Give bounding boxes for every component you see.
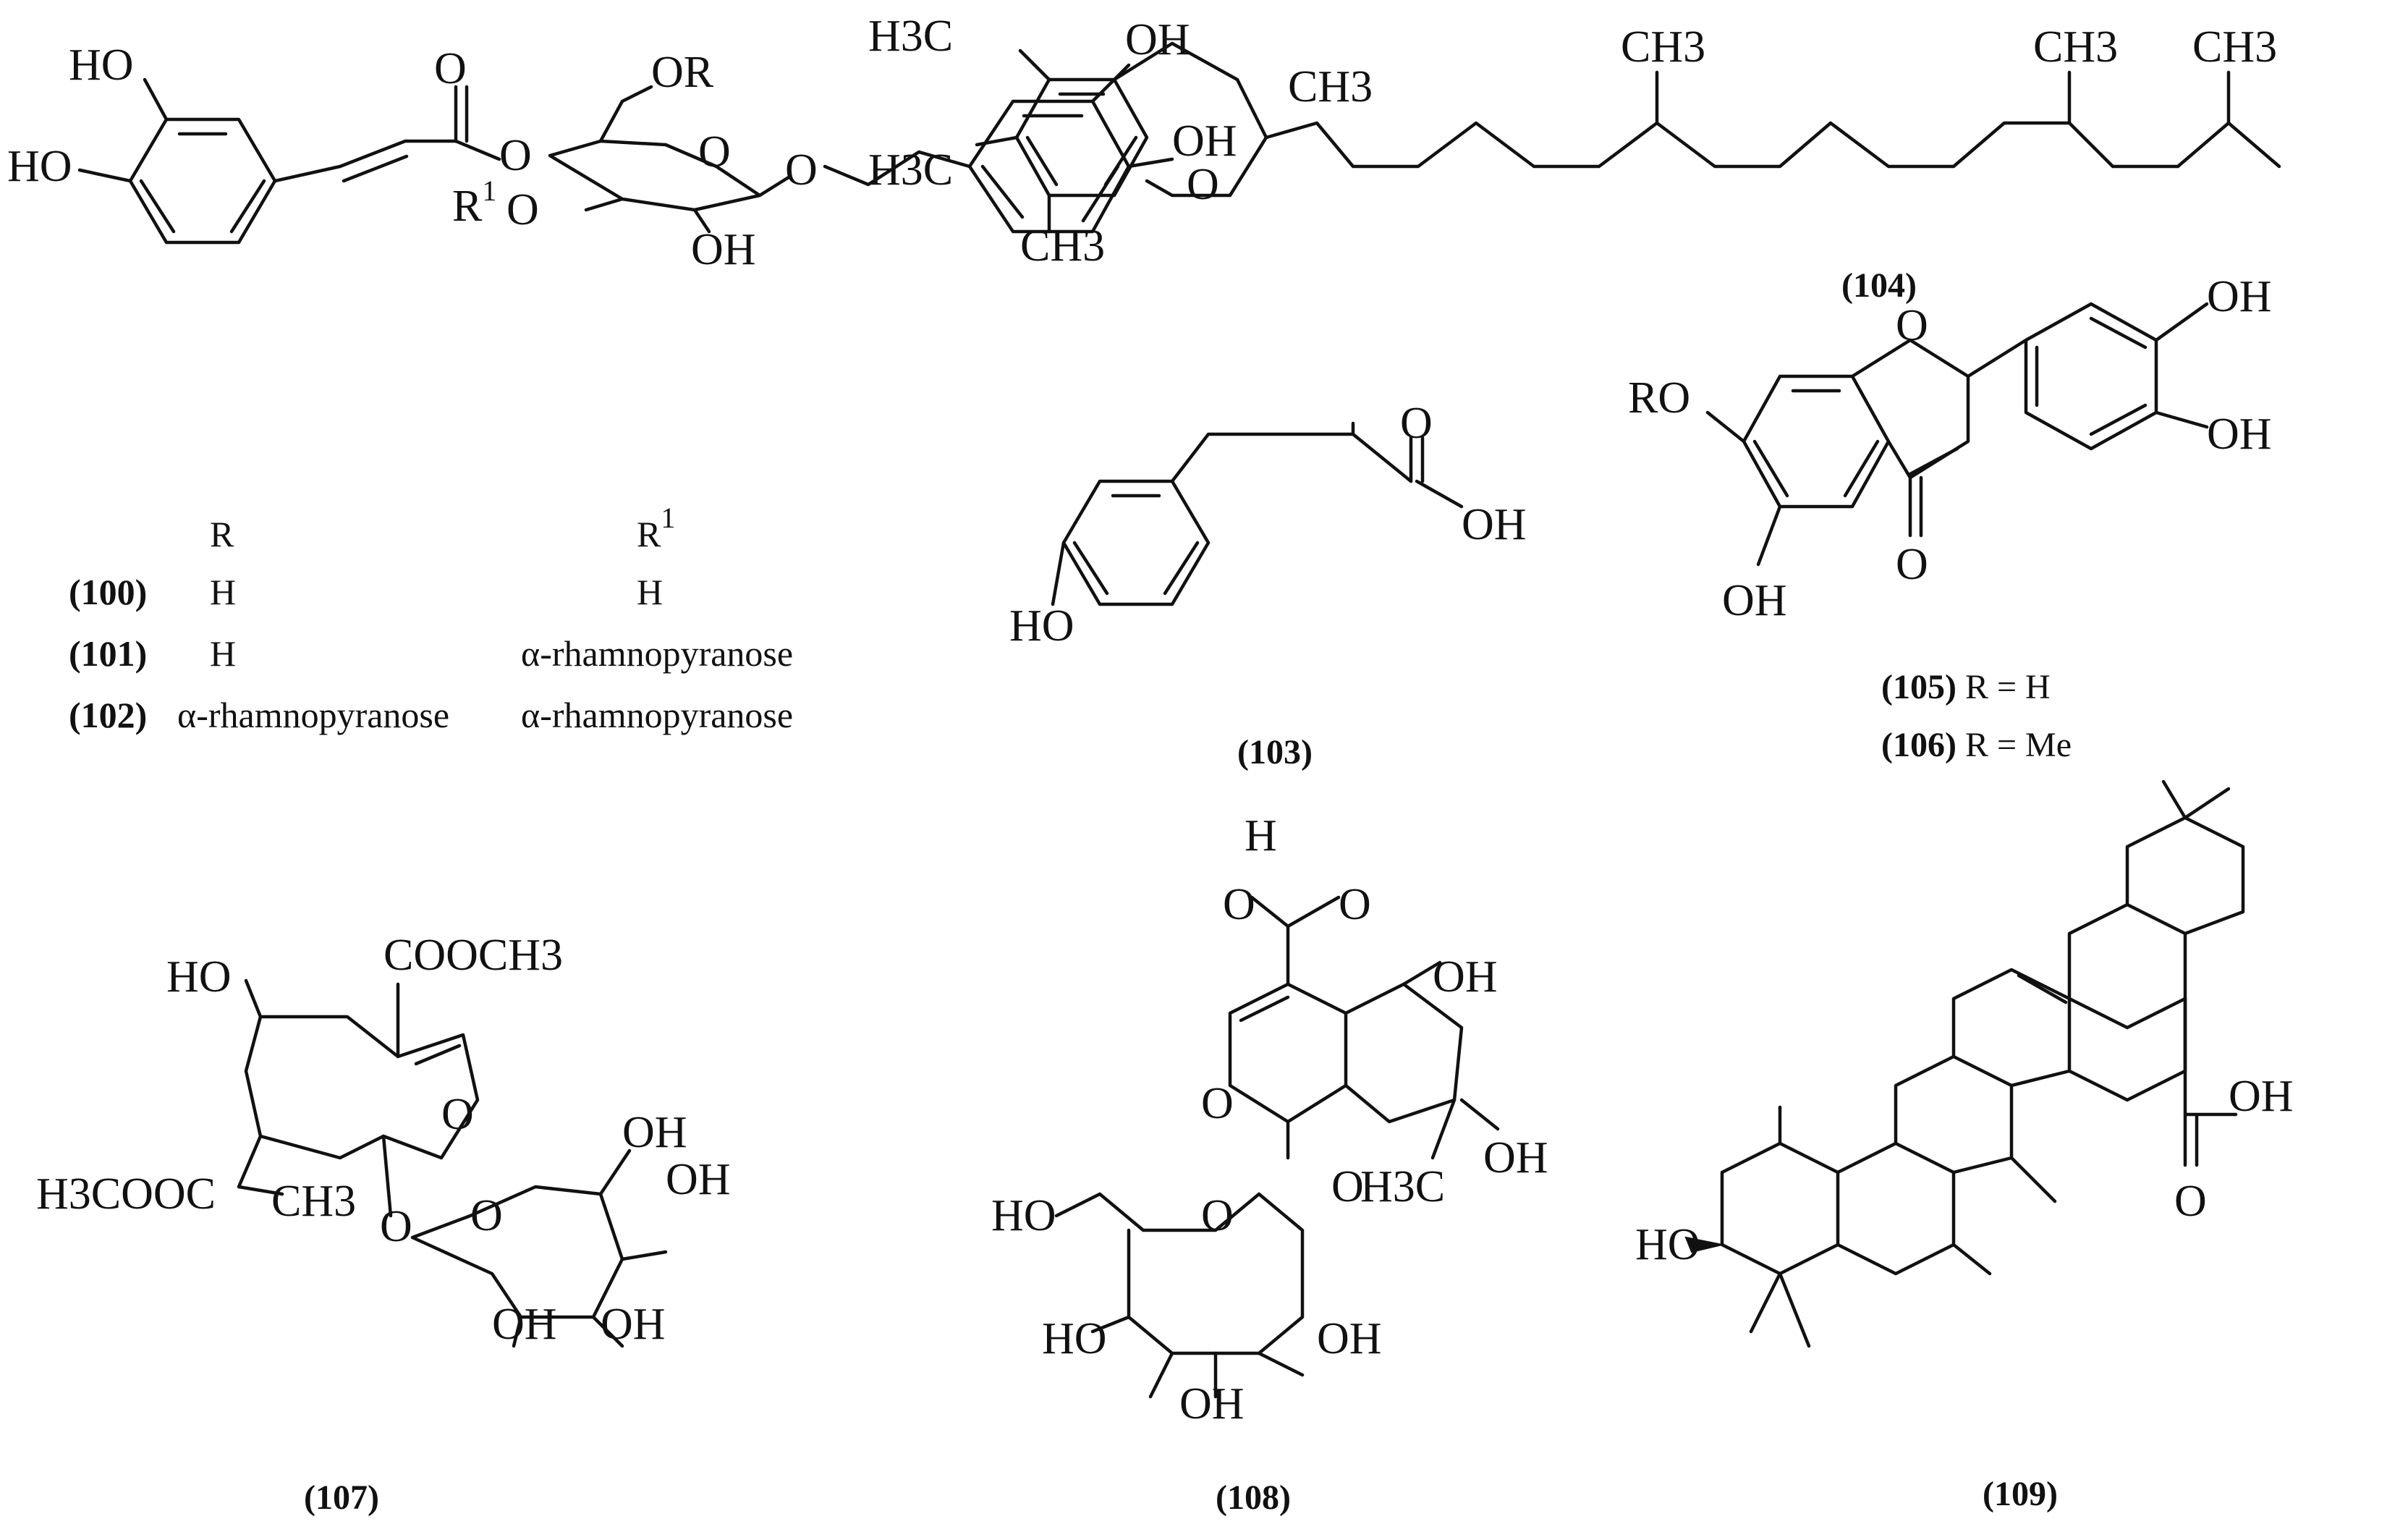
atom-o: O — [1896, 301, 1928, 350]
table-cell-r1: α-rhamnopyranose — [521, 695, 793, 735]
table-cell-r1: H — [637, 572, 663, 612]
atom-oh: OH — [1317, 1314, 1382, 1363]
compound-label-106: (106) R = Me — [1881, 726, 2072, 764]
atom-ho: HO — [1009, 601, 1074, 651]
table-row-id: (100) — [69, 572, 147, 612]
atom-oh: OH — [691, 225, 756, 274]
atom-ho: HO — [1042, 1314, 1107, 1363]
atom-o: O — [1339, 880, 1371, 929]
atom-o: O — [698, 127, 731, 177]
compound-label-107: (107) — [304, 1478, 379, 1517]
atom-o: O — [1331, 1162, 1364, 1211]
atom-oh: OH — [666, 1155, 731, 1204]
atom-oh: OH — [1433, 952, 1498, 1002]
atom-ho: HO — [991, 1191, 1056, 1240]
atom-o: O — [434, 44, 467, 93]
atom-ch3: CH3 — [2192, 22, 2277, 72]
structure-103: O OH HO (103) — [1009, 399, 1527, 771]
atom-o: O — [470, 1191, 503, 1240]
atom-ro: RO — [1628, 373, 1690, 423]
atom-o: O — [1896, 540, 1928, 589]
atom-ho: HO — [69, 41, 134, 90]
atom-h3c: H3C — [868, 145, 953, 195]
atom-o: O — [499, 131, 532, 180]
atom-h: H — [1245, 811, 1277, 860]
table-header-r: R — [210, 514, 234, 554]
atom-cooch3: COOCH3 — [383, 931, 563, 980]
atom-ho: HO — [1635, 1220, 1700, 1269]
atom-o: O — [1400, 399, 1433, 448]
atom-oh: OH — [622, 1108, 687, 1157]
structure-105-106: O O RO OH OH OH (105) R = H (106) R = Me — [1628, 272, 2272, 764]
atom-oh: OH — [2207, 410, 2272, 459]
structure-109: HO OH O (109) — [1635, 779, 2294, 1513]
atom-oh: OH — [1179, 1379, 1245, 1429]
table-cell-r: H — [210, 633, 236, 674]
atom-oh: OH — [1483, 1133, 1548, 1182]
atom-oh: OH — [1172, 117, 1237, 166]
atom-oh: OH — [2207, 272, 2272, 321]
atom-or: OR — [651, 48, 714, 97]
table-header-r1: R1 — [637, 502, 675, 554]
atom-ch3: CH3 — [2033, 22, 2118, 72]
structure-107: HO COOCH3 O H3COOC CH3 O O OH OH OH OH (… — [36, 931, 731, 1517]
atom-oh: OH — [2229, 1072, 2294, 1121]
atom-o: O — [785, 145, 818, 195]
atom-oh: OH — [1722, 576, 1787, 625]
atom-ho: HO — [7, 142, 72, 191]
compound-label-108: (108) — [1216, 1478, 1291, 1517]
compound-label-109: (109) — [1983, 1475, 2058, 1513]
atom-h3c: H3C — [868, 12, 953, 61]
compound-label-105: (105) R = H — [1881, 668, 2051, 706]
atom-o: O — [2174, 1177, 2207, 1226]
atom-o: O — [1223, 880, 1255, 929]
atom-o: O — [380, 1202, 412, 1251]
structure-108: H O O OH O O H3C OH O HO HO OH OH (108) — [991, 811, 1548, 1517]
atom-ho: HO — [166, 952, 232, 1002]
table-cell-r: H — [210, 572, 236, 612]
atom-r1: R1 — [452, 174, 496, 231]
substituent-table: R R1 (100) H H (101) H α-rhamnopyranose … — [69, 502, 793, 735]
atom-oh: OH — [601, 1300, 666, 1349]
atom-oh: OH — [1462, 500, 1527, 549]
table-cell-r1: α-rhamnopyranose — [521, 633, 793, 674]
atom-ch3: CH3 — [1020, 221, 1105, 271]
table-cell-r: α-rhamnopyranose — [177, 695, 449, 735]
table-row-id: (101) — [69, 633, 147, 674]
atom-o: O — [441, 1090, 474, 1139]
compound-label-103: (103) — [1237, 733, 1313, 771]
atom-h3c: H3C — [1360, 1162, 1445, 1211]
structure-104: H3C H3C CH3 O CH3 CH3 CH3 CH3 (104) — [868, 12, 2281, 305]
atom-ch3: CH3 — [271, 1177, 356, 1226]
atom-o: O — [506, 185, 539, 234]
atom-ch3: CH3 — [1621, 22, 1705, 72]
structure-100-102: HO HO O O OR O R1 O OH O OH OH — [7, 15, 1237, 274]
atom-o: O — [1201, 1191, 1234, 1240]
atom-o: O — [1201, 1079, 1234, 1128]
atom-oh: OH — [1125, 15, 1190, 64]
atom-h3cooc: H3COOC — [36, 1169, 216, 1219]
atom-ch3: CH3 — [1288, 62, 1373, 111]
compound-label-104: (104) — [1841, 266, 1917, 305]
atom-o: O — [1187, 160, 1219, 209]
table-row-id: (102) — [69, 695, 147, 735]
atom-oh: OH — [492, 1300, 557, 1349]
